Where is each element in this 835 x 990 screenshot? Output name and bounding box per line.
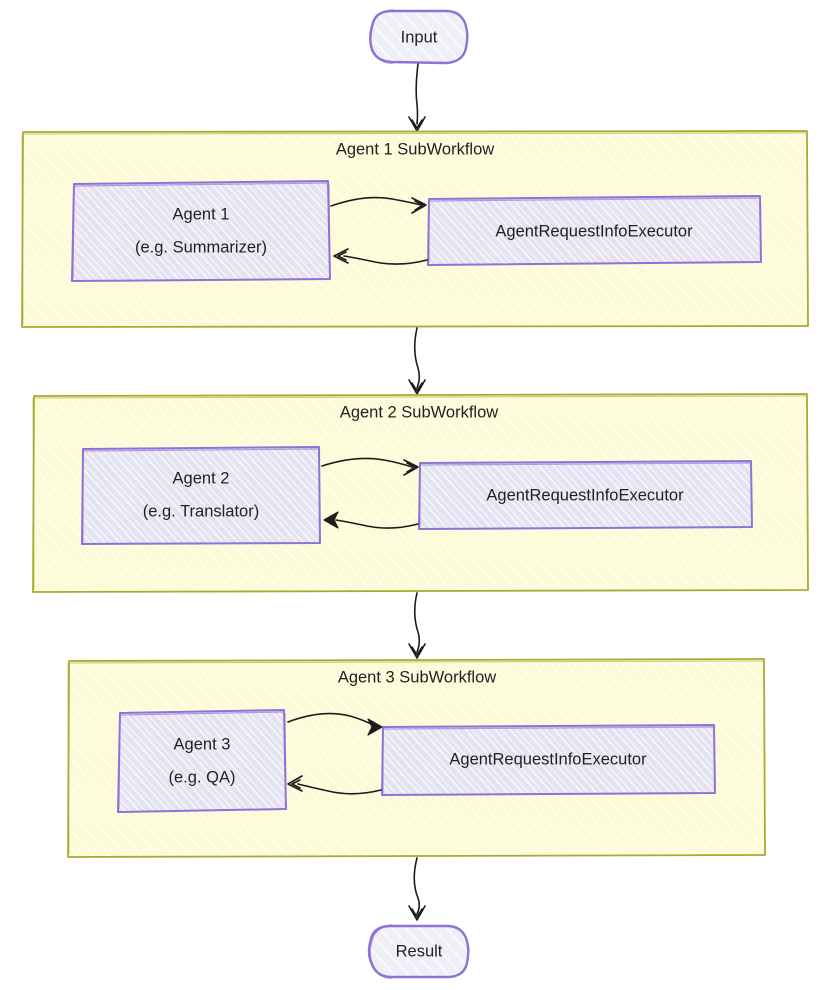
agent3-executor-label: AgentRequestInfoExecutor (449, 750, 647, 768)
cluster-agent2-subworkflow[interactable]: Agent 2 SubWorkflow Agent 2 (e.g. Transl… (32, 393, 809, 593)
edge-agent1-to-executor (330, 196, 427, 214)
edge-line (335, 519, 419, 529)
agent1-executor-sketch-stroke (428, 197, 762, 266)
node-agent2-executor[interactable]: AgentRequestInfoExecutor (418, 460, 753, 530)
agent3-executor-shape (381, 724, 716, 796)
agent1-shape (71, 180, 331, 282)
agent3-label-line1: Agent 3 (174, 735, 231, 753)
agent2-label-line1: Agent 2 (173, 469, 230, 487)
edge-line (321, 457, 413, 468)
arrowhead-inner-icon (414, 200, 424, 211)
edge-executor-to-agent3 (287, 775, 382, 795)
edge-agent2-subworkflow-to-agent3-subworkflow (408, 592, 426, 659)
result-label: Result (396, 942, 443, 960)
node-agent1-executor[interactable]: AgentRequestInfoExecutor (427, 195, 762, 266)
edge-line (413, 592, 421, 653)
node-agent3[interactable]: Agent 3 (e.g. QA) (117, 709, 287, 813)
agent2-label-line2: (e.g. Translator) (143, 502, 259, 520)
cluster-2-title: Agent 2 SubWorkflow (340, 403, 498, 421)
agent1-executor-label: AgentRequestInfoExecutor (495, 222, 693, 240)
agent1-sketch-stroke (72, 182, 331, 282)
agent2-executor-label: AgentRequestInfoExecutor (486, 486, 684, 504)
input-sketch-stroke (369, 9, 394, 64)
cluster-3-sketch-stroke (67, 660, 766, 858)
node-agent1[interactable]: Agent 1 (e.g. Summarizer) (71, 180, 331, 282)
edge-agent3-subworkflow-to-result (408, 857, 426, 921)
edge-executor-to-agent2 (323, 511, 419, 529)
edge-line (343, 255, 428, 265)
arrowhead-solid-icon (367, 718, 383, 736)
cluster-agent3-subworkflow[interactable]: Agent 3 SubWorkflow Agent 3 (e.g. QA) Ag… (67, 658, 766, 858)
agent1-label-line2: (e.g. Summarizer) (135, 238, 267, 256)
agent3-sketch-stroke (118, 711, 287, 813)
edge-line (330, 196, 422, 207)
arrowhead-open-icon (411, 197, 427, 214)
node-agent3-executor[interactable]: AgentRequestInfoExecutor (381, 724, 716, 796)
edge-agent1-subworkflow-to-agent2-subworkflow (408, 327, 426, 395)
cluster-agent1-subworkflow[interactable]: Agent 1 SubWorkflow Agent 1 (e.g. Summar… (21, 130, 809, 328)
arrowhead-inner-icon (411, 908, 423, 918)
arrowhead-inner-icon (411, 382, 423, 392)
node-agent2[interactable]: Agent 2 (e.g. Translator) (81, 446, 321, 545)
agent2-executor-shape (418, 460, 753, 530)
arrowhead-inner-icon (406, 462, 416, 473)
edge-line (415, 63, 419, 125)
arrowhead-open-icon (408, 905, 426, 921)
agent3-label-line2: (e.g. QA) (169, 768, 236, 786)
agent2-shape (81, 446, 321, 545)
arrowhead-inner-icon (337, 251, 347, 261)
edge-agent2-to-executor (321, 457, 419, 476)
edge-line (413, 857, 421, 915)
result-shape (367, 924, 470, 979)
arrowhead-open-icon (408, 379, 426, 395)
arrowhead-open-icon (333, 248, 349, 264)
arrowhead-open-icon (408, 643, 426, 659)
arrowhead-solid-icon (323, 511, 339, 529)
agent3-shape (117, 709, 287, 813)
cluster-1-sketch-stroke (21, 132, 809, 328)
node-result[interactable]: Result (367, 924, 470, 979)
cluster-1-title: Agent 1 SubWorkflow (336, 140, 494, 158)
cluster-2-sketch-stroke (32, 395, 809, 593)
input-label: Input (401, 28, 438, 46)
arrowhead-open-icon (403, 459, 419, 476)
result-sketch-stroke (369, 924, 393, 979)
edge-line (287, 712, 376, 727)
edge-line (413, 327, 421, 389)
edge-executor-to-agent1 (333, 248, 428, 265)
agent3-executor-sketch-stroke (382, 726, 716, 796)
agent2-sketch-stroke (82, 448, 321, 545)
agent1-executor-shape (427, 195, 762, 266)
agent2-executor-sketch-stroke (419, 462, 753, 530)
arrowhead-inner-icon (411, 646, 423, 656)
arrowhead-open-icon (287, 775, 303, 792)
agent1-label-line1: Agent 1 (173, 205, 230, 223)
cluster-3-title: Agent 3 SubWorkflow (338, 668, 496, 686)
arrowhead-inner-icon (411, 119, 423, 129)
arrowhead-inner-icon (291, 779, 301, 789)
edge-agent3-to-executor (287, 712, 383, 736)
node-input[interactable]: Input (369, 9, 469, 65)
edge-line (297, 783, 382, 795)
